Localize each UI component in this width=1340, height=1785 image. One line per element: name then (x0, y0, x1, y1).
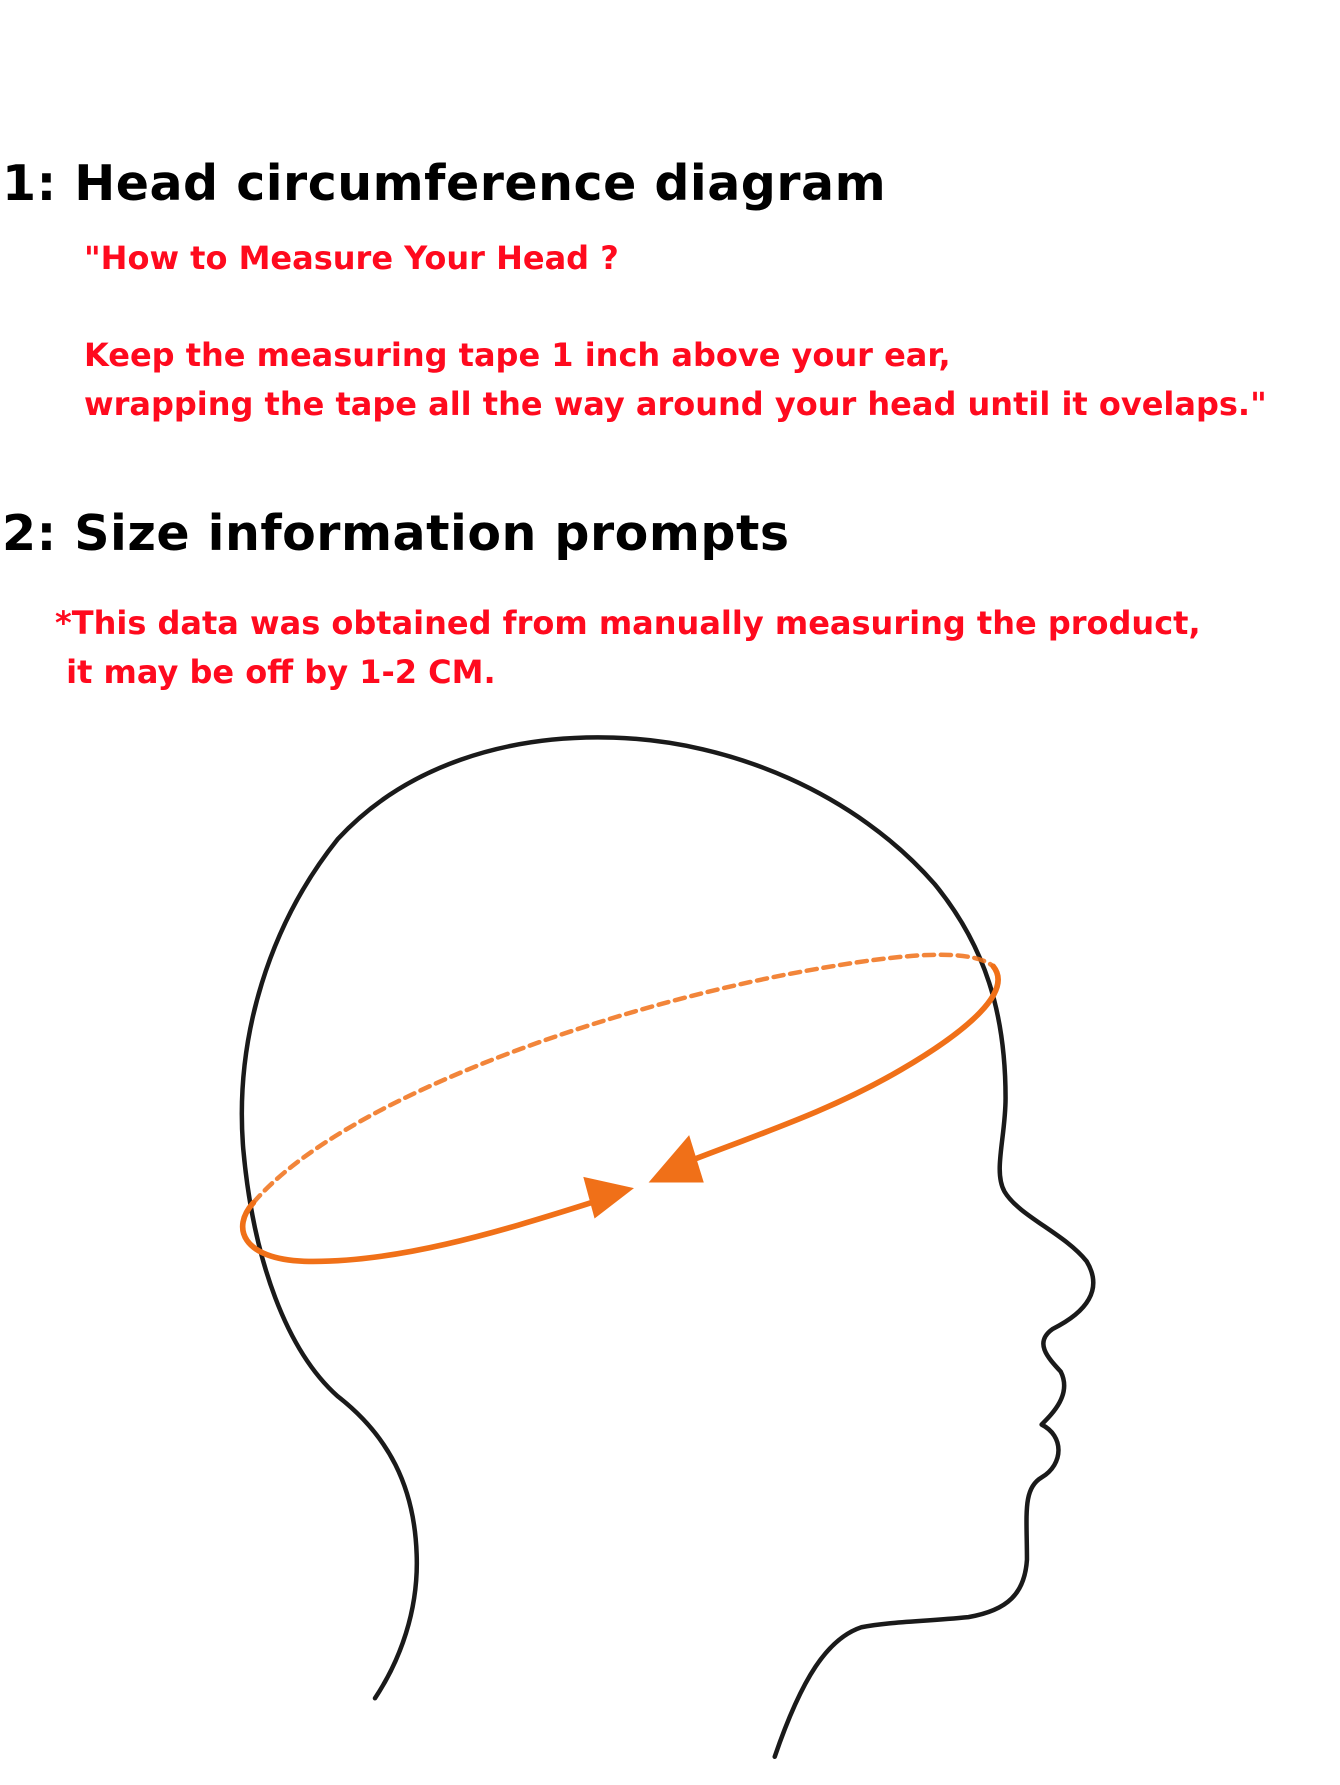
note-line-1: *This data was obtained from manually me… (55, 604, 1201, 642)
head-outline (239, 735, 1096, 1759)
measure-title: "How to Measure Your Head ? (84, 239, 619, 277)
instruction-line-2: wrapping the tape all the way around you… (84, 385, 1267, 423)
note-line-2: it may be off by 1-2 CM. (55, 653, 496, 691)
tape-front-right (689, 963, 1001, 1163)
arrow-head-right-icon (583, 1176, 634, 1219)
arrow-head-left-icon (648, 1135, 704, 1183)
tape-front-left (239, 1199, 594, 1265)
section2-heading: 2: Size information prompts (2, 505, 790, 562)
section1-heading: 1: Head circumference diagram (2, 155, 887, 212)
instruction-line-1: Keep the measuring tape 1 inch above you… (84, 336, 951, 374)
tape-back-dashed (251, 952, 996, 1205)
